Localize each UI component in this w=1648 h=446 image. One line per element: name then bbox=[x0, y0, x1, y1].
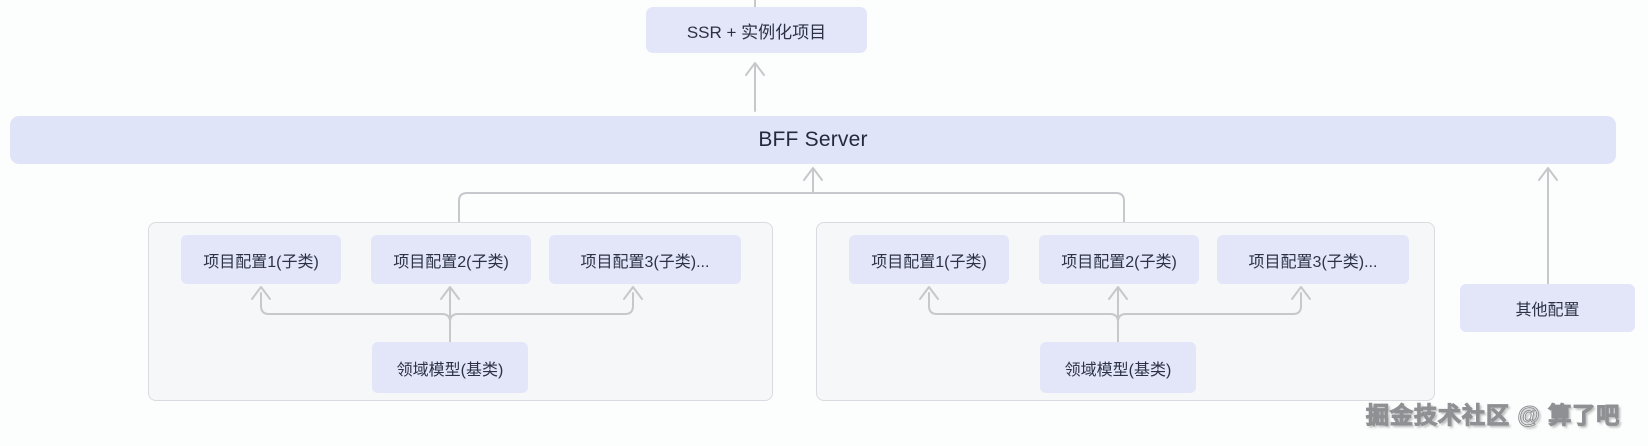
project-config-2-box: 项目配置2(子类) bbox=[371, 235, 531, 284]
arrow-up-icon bbox=[1291, 286, 1311, 300]
arrow-up-icon bbox=[919, 286, 939, 300]
arrow-up-icon bbox=[251, 286, 271, 300]
domain-model-base-box: 领域模型(基类) bbox=[372, 342, 528, 393]
arrow-up-icon bbox=[1108, 286, 1128, 300]
base-to-children-arrows bbox=[919, 286, 1311, 343]
config-group-right: 项目配置1(子类) 项目配置2(子类) 项目配置3(子类)... 领域模型(基类… bbox=[816, 222, 1435, 401]
arrow-up-icon bbox=[623, 286, 643, 300]
project-config-2-box: 项目配置2(子类) bbox=[1039, 235, 1199, 284]
bff-server-bar: BFF Server bbox=[10, 116, 1616, 164]
config-group-left: 项目配置1(子类) 项目配置2(子类) 项目配置3(子类)... 领域模型(基类… bbox=[148, 222, 773, 401]
groups-to-bff-bracket bbox=[458, 167, 1125, 223]
arrow-other-to-bff-icon bbox=[1538, 167, 1558, 285]
other-config-box: 其他配置 bbox=[1460, 284, 1635, 332]
watermark-text: 掘金技术社区 @ 算了吧 bbox=[1365, 402, 1621, 429]
project-config-1-box: 项目配置1(子类) bbox=[181, 235, 341, 284]
project-config-1-box: 项目配置1(子类) bbox=[849, 235, 1009, 284]
project-config-3-box: 项目配置3(子类)... bbox=[1217, 235, 1409, 284]
domain-model-base-box: 领域模型(基类) bbox=[1040, 342, 1196, 393]
project-config-3-box: 项目配置3(子类)... bbox=[549, 235, 741, 284]
arrow-up-to-bff-icon bbox=[803, 167, 823, 181]
arrow-up-icon bbox=[440, 286, 460, 300]
ssr-instance-node: SSR + 实例化项目 bbox=[646, 7, 867, 53]
arrow-up-to-ssr-icon bbox=[745, 62, 765, 112]
base-to-children-arrows bbox=[251, 286, 643, 343]
